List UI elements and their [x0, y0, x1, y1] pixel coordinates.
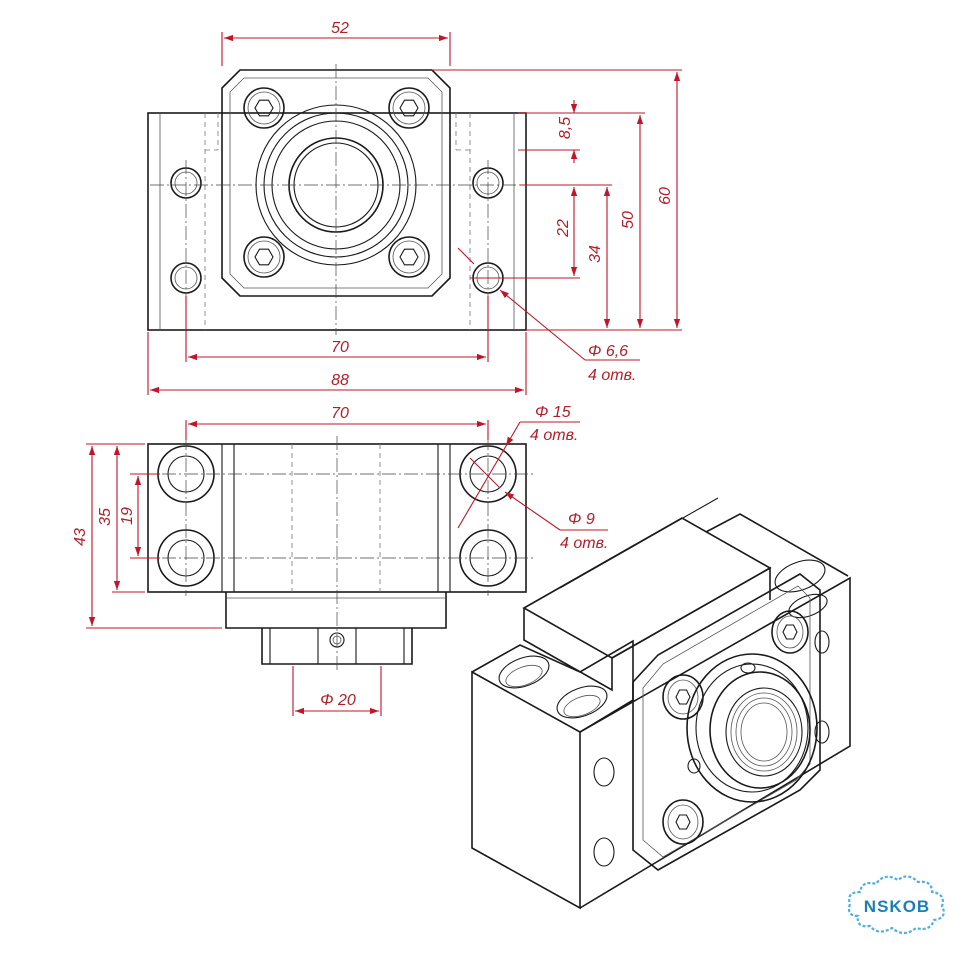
isometric-view: [471, 497, 851, 910]
dim-50: 50: [620, 211, 637, 229]
dim-88: 88: [331, 372, 349, 389]
dim-70-front: 70: [331, 405, 349, 422]
dim-35: 35: [97, 508, 114, 526]
dim-43: 43: [72, 528, 89, 546]
iso-bolt-bl: [662, 799, 704, 845]
iso-bolt-tr: [771, 610, 809, 654]
brand-logo-text: NSKOB: [864, 897, 930, 916]
dim-22: 22: [555, 219, 572, 238]
top-view: [147, 64, 527, 335]
dim-34: 34: [587, 245, 604, 263]
dim-through-count: 4 отв.: [560, 535, 608, 552]
dim-hole-dia: Φ 6,6: [588, 343, 628, 360]
bolt-bl: [243, 236, 285, 278]
dim-8-5: 8,5: [557, 117, 574, 139]
dim-hole-count: 4 отв.: [588, 367, 636, 384]
top-view-dimensions: 52 8,5 22 34 50 60 70 88 Φ 6,6 4 отв.: [147, 20, 682, 395]
dim-nut-dia: Φ 20: [320, 692, 356, 709]
brand-logo: NSKOB: [847, 875, 945, 935]
front-view: [140, 436, 534, 672]
dim-through-dia: Φ 9: [568, 511, 595, 528]
dim-60: 60: [657, 187, 674, 205]
bolt-br: [388, 236, 430, 278]
dim-19: 19: [119, 507, 136, 525]
dim-cbore-count: 4 отв.: [530, 427, 578, 444]
dim-cbore-dia: Φ 15: [535, 404, 571, 421]
front-view-dimensions: 70 43 35 19 Φ 15 4 отв. Φ 9 4 отв. Φ 20: [72, 404, 608, 716]
bolt-tr: [388, 87, 430, 129]
dim-52: 52: [331, 20, 349, 37]
dim-70-top: 70: [331, 339, 349, 356]
iso-nut: [686, 653, 818, 803]
bolt-tl: [243, 87, 285, 129]
